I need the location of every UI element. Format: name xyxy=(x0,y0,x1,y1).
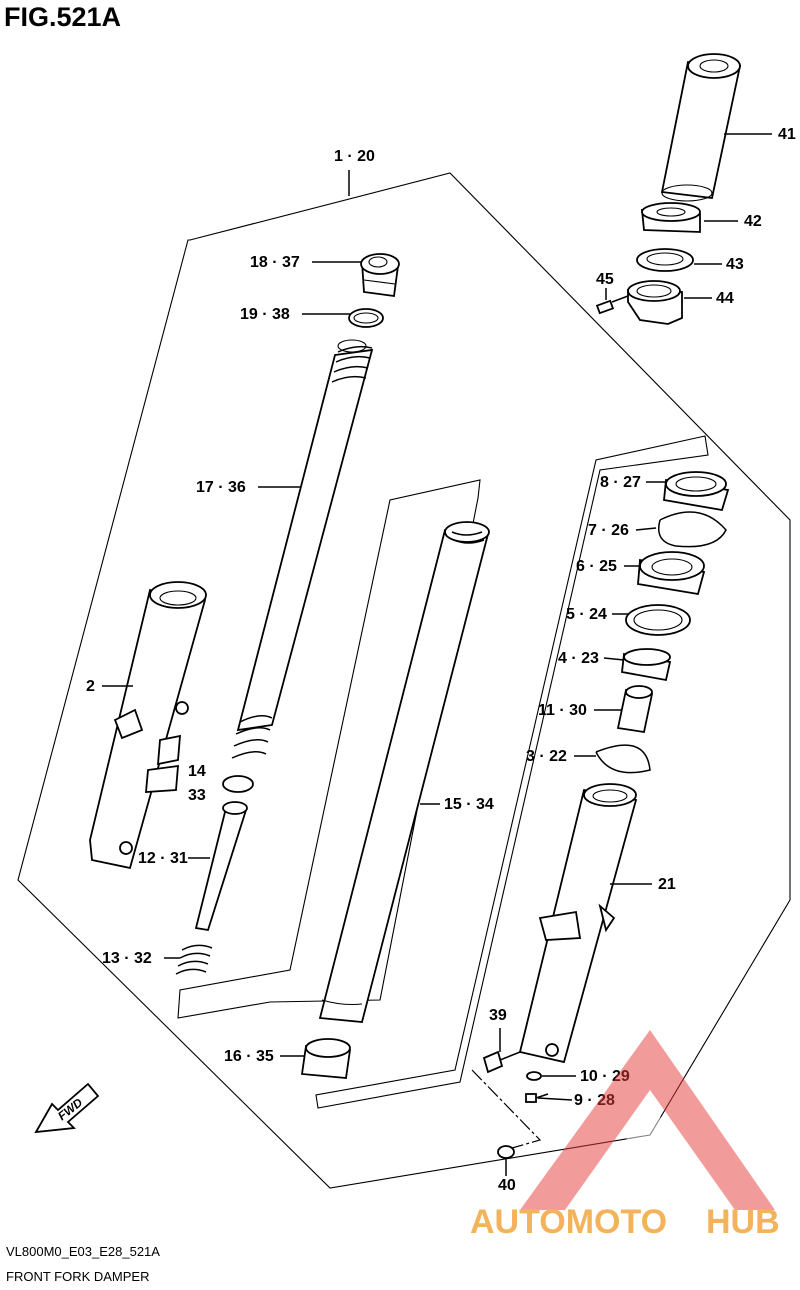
outer-tube-frame xyxy=(315,435,709,1109)
oil-seal-part-6 xyxy=(637,551,706,596)
fork-leg-part-2 xyxy=(89,581,207,870)
callout-45: 45 xyxy=(596,271,614,288)
automotohub-logo: AUTOMOTO HUB xyxy=(470,1030,780,1241)
washer-part-5 xyxy=(625,604,691,636)
callout-1-20: 1 · 20 xyxy=(334,148,375,165)
bushing-part-16 xyxy=(300,1038,352,1079)
callout-43: 43 xyxy=(726,256,744,273)
callout-13-32: 13 · 32 xyxy=(102,950,152,967)
washer-part-43 xyxy=(636,248,694,272)
damper-piece-part-12 xyxy=(194,801,248,932)
fork-cover-part-41 xyxy=(660,53,742,202)
bolt-part-45 xyxy=(595,295,629,315)
clamp-part-44 xyxy=(627,280,683,325)
callout-8-27: 8 · 27 xyxy=(600,474,641,491)
callout-5-24: 5 · 24 xyxy=(566,606,607,623)
o-ring-inner xyxy=(353,312,379,324)
callout-19-38: 19 · 38 xyxy=(240,306,290,323)
callout-16-35: 16 · 35 xyxy=(224,1048,274,1065)
logo-text-automoto: AUTOMOTO xyxy=(470,1203,667,1241)
nut-part-42 xyxy=(640,202,701,233)
o-ring-part-19 xyxy=(348,308,384,328)
logo-text-hub: HUB xyxy=(706,1203,780,1241)
damper-rod-part-17 xyxy=(231,339,374,759)
figure-title: FIG.521A xyxy=(4,2,121,32)
screw-part-9 xyxy=(525,1093,549,1103)
callout-40: 40 xyxy=(498,1177,516,1194)
callout-4-23: 4 · 23 xyxy=(558,650,599,667)
outer-tube-part-21 xyxy=(518,783,638,1064)
bolt-part-39 xyxy=(482,1050,521,1074)
callout-33: 33 xyxy=(188,787,206,804)
plug-part-40 xyxy=(497,1145,515,1170)
cap-bolt-part-18 xyxy=(360,253,400,298)
cartridge-frame xyxy=(177,479,481,1019)
callout-7-26: 7 · 26 xyxy=(588,522,629,539)
callout-12-31: 12 · 31 xyxy=(138,850,188,867)
callout-11-30: 11 · 30 xyxy=(538,702,587,719)
callout-2: 2 xyxy=(86,678,95,695)
guide-bushing-part-4 xyxy=(621,648,672,682)
oil-lock-part-11 xyxy=(616,685,654,734)
callout-14: 14 xyxy=(188,763,206,780)
figure-caption: FRONT FORK DAMPER xyxy=(6,1269,150,1284)
ring-part-14 xyxy=(222,775,254,793)
callout-21: 21 xyxy=(658,876,676,893)
slide-bushing-part-3 xyxy=(595,744,651,774)
callout-17-36: 17 · 36 xyxy=(196,479,246,496)
dust-seal-part-8 xyxy=(663,471,730,512)
callout-42: 42 xyxy=(744,213,762,230)
callout-3-22: 3 · 22 xyxy=(526,748,567,765)
inner-tube-part-15 xyxy=(318,521,490,1023)
callout-15-34: 15 · 34 xyxy=(444,796,494,813)
spring-part-13 xyxy=(175,944,213,975)
callout-18-37: 18 · 37 xyxy=(250,254,300,271)
callout-41: 41 xyxy=(778,126,796,143)
callout-6-25: 6 · 25 xyxy=(576,558,617,575)
callout-39: 39 xyxy=(489,1007,507,1024)
washer-part-10 xyxy=(526,1071,542,1081)
bolt-group-outline xyxy=(471,1069,542,1151)
model-code: VL800M0_E03_E28_521A xyxy=(6,1244,160,1259)
circlip-part-7 xyxy=(658,511,727,548)
callout-44: 44 xyxy=(716,290,734,307)
leader-lines xyxy=(102,133,772,1176)
fwd-arrow-icon: FWD xyxy=(34,1082,100,1134)
